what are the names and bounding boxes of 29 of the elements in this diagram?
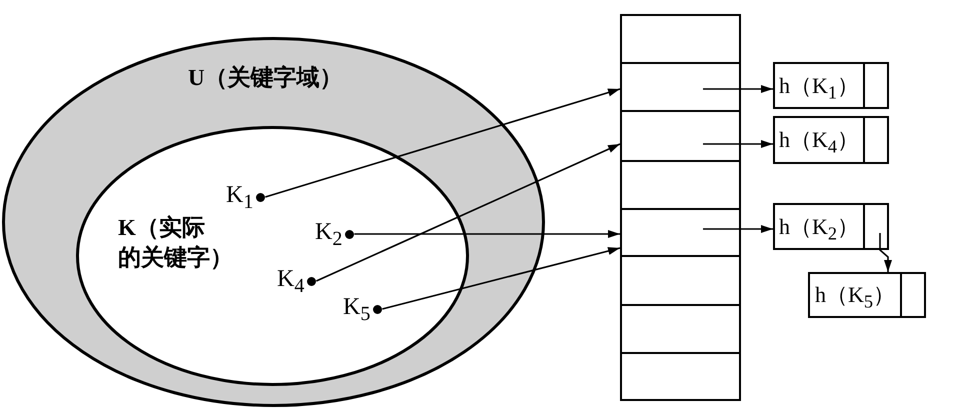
- node-label: h（K$_{1}$）: [778, 72, 860, 104]
- node-label: h（K$_{5}$）: [814, 281, 896, 314]
- hash-slot: [620, 110, 741, 162]
- arrow: [703, 85, 773, 93]
- key-label: K$_{2}$: [315, 218, 342, 252]
- arrow: [703, 140, 773, 148]
- node-label: h（K$_{2}$）: [778, 213, 860, 246]
- key-label: K$_{4}$: [277, 264, 304, 298]
- arrow: [265, 88, 620, 198]
- node-label: h（K$_{4}$）: [778, 126, 860, 158]
- hash-slot: [620, 352, 741, 401]
- hash-slot: [620, 160, 741, 210]
- list-node: [808, 272, 926, 318]
- arrow: [879, 233, 892, 272]
- list-node: [773, 62, 889, 109]
- arrow: [316, 143, 620, 282]
- hash-slot: [620, 62, 741, 112]
- list-node: [773, 203, 889, 250]
- ellipse-label: U（关键字域）: [188, 64, 343, 92]
- hash-slot: [620, 304, 741, 354]
- list-node: [773, 116, 889, 164]
- hash-slot: [620, 14, 741, 64]
- key-label: K$_{1}$: [226, 180, 254, 214]
- arrow: [354, 230, 620, 238]
- hash-slot: [620, 255, 741, 306]
- key-label: K$_{5}$: [343, 292, 370, 326]
- hash-slot: [620, 208, 741, 257]
- arrow: [382, 247, 620, 310]
- arrow: [703, 225, 773, 233]
